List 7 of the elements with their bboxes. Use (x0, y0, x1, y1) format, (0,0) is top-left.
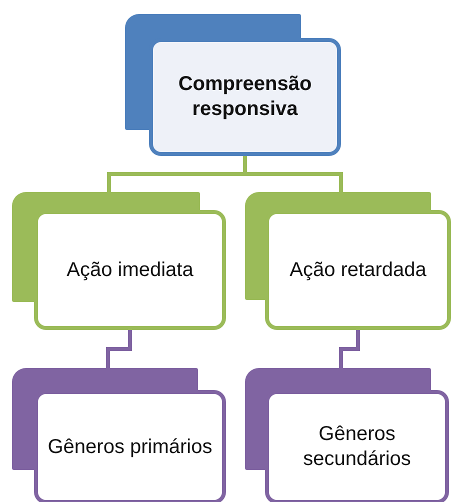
connector-line (339, 330, 360, 368)
node-label: Gêneros secundários (302, 422, 412, 472)
connector-line (106, 330, 132, 368)
node-label: Ação retardada (290, 258, 426, 282)
node-label: Gêneros primários (48, 434, 212, 460)
node-label: Ação imediata (66, 258, 194, 282)
node-label: Compreensão responsiva (177, 72, 313, 122)
